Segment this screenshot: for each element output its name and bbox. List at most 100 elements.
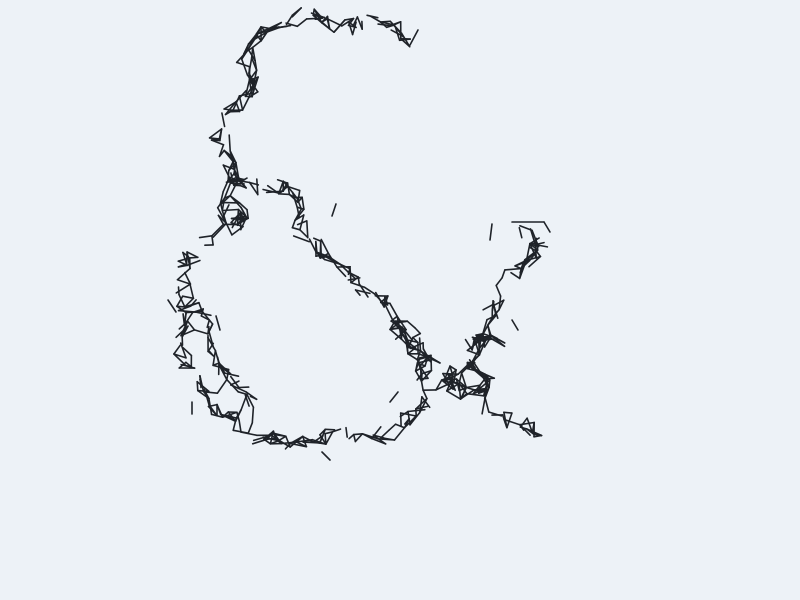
mesh-whisker <box>511 319 519 331</box>
mesh-segment <box>229 194 241 204</box>
mesh-segment <box>494 337 506 348</box>
mesh-segment <box>404 338 419 344</box>
mesh-segment <box>469 366 487 376</box>
mesh-segment <box>449 380 454 390</box>
mesh-segment <box>472 336 480 340</box>
mesh-segment <box>466 361 476 369</box>
mesh-segment <box>389 326 404 331</box>
mesh-segment <box>411 336 419 344</box>
mesh-segment <box>389 302 399 318</box>
mesh-segment <box>459 386 468 400</box>
mesh-segment <box>458 382 462 400</box>
mesh-segment <box>230 375 240 389</box>
mesh-segment <box>486 314 497 327</box>
mesh-segment <box>291 226 301 231</box>
mesh-segment <box>506 412 513 429</box>
mesh-segment <box>477 338 481 356</box>
mesh-segment <box>176 267 191 281</box>
mesh-segment <box>336 266 347 278</box>
mesh-segment <box>514 259 531 267</box>
mesh-segment <box>484 396 490 413</box>
mesh-segment <box>504 267 522 271</box>
mesh-whisker <box>409 29 419 46</box>
mesh-segment <box>325 430 334 445</box>
mesh-segment <box>222 216 227 224</box>
mesh-segment <box>211 235 214 246</box>
mesh-segment <box>394 26 401 42</box>
mesh-segment <box>246 393 255 409</box>
mesh-segment <box>212 224 226 238</box>
mesh-segment <box>266 184 279 194</box>
mesh-segment <box>220 194 231 206</box>
mesh-segment <box>458 372 463 385</box>
mesh-segment <box>224 108 235 116</box>
mesh-segment <box>176 295 184 308</box>
mesh-segment <box>455 378 468 389</box>
mesh-segment <box>247 421 254 434</box>
mesh-segment <box>199 378 203 387</box>
mesh-segment <box>208 397 213 416</box>
mesh-segment <box>495 284 502 297</box>
mesh-segment <box>529 237 540 245</box>
mesh-segment <box>466 392 485 397</box>
mesh-segment <box>348 433 355 440</box>
mesh-segment <box>535 250 542 258</box>
mesh-segment <box>493 299 505 307</box>
mesh-segment <box>518 226 523 239</box>
mesh-segment <box>501 269 506 279</box>
mesh-segment <box>347 21 354 36</box>
mesh-segment <box>482 303 495 311</box>
mesh-segment <box>383 295 386 308</box>
mesh-segment <box>296 206 305 211</box>
mesh-segment <box>398 328 407 341</box>
mesh-segment <box>495 276 503 287</box>
mesh-segment <box>251 438 269 445</box>
mesh-segment <box>229 178 239 183</box>
mesh-segment <box>216 378 228 395</box>
mesh-segment <box>331 428 342 433</box>
mesh-segment <box>198 235 213 239</box>
mesh-segment <box>366 14 379 19</box>
mesh-segment <box>420 380 424 392</box>
mesh-segment <box>238 419 242 433</box>
mesh-segment <box>296 220 308 226</box>
mesh-segment <box>352 16 359 26</box>
mesh-segment <box>528 246 538 252</box>
mesh-segment <box>390 315 399 322</box>
mesh-segment <box>269 430 275 445</box>
mesh-segment <box>178 323 186 330</box>
mesh-segment <box>249 395 258 401</box>
mesh-segment <box>394 423 406 429</box>
mesh-segment <box>352 432 364 436</box>
mesh-segment <box>492 299 497 317</box>
mesh-segment <box>219 190 224 205</box>
mesh-segment <box>350 281 366 289</box>
mesh-segment <box>531 421 536 433</box>
mesh-segment <box>286 182 291 196</box>
mesh-segment <box>350 276 360 284</box>
mesh-segment <box>254 59 258 72</box>
mesh-segment <box>478 384 481 393</box>
mesh-segment <box>226 368 230 381</box>
mesh-whisker <box>167 299 177 313</box>
mesh-segment <box>301 196 305 211</box>
mesh-segment <box>240 58 249 76</box>
mesh-segment <box>227 169 230 182</box>
mesh-segment <box>220 203 224 212</box>
mesh-segment <box>449 380 460 385</box>
mesh-segment <box>407 352 419 361</box>
mesh-segment <box>483 386 490 400</box>
mesh-segment <box>223 182 232 199</box>
mesh-whisker <box>331 203 337 217</box>
mesh-segment <box>529 228 537 246</box>
mesh-segment <box>374 291 385 308</box>
mesh-segment <box>285 22 299 28</box>
mesh-segment <box>445 390 462 400</box>
mesh-segment <box>277 193 291 196</box>
mesh-segment <box>443 372 448 383</box>
mesh-segment <box>299 229 309 239</box>
mesh-segment <box>218 149 225 158</box>
mesh-segment <box>519 417 528 428</box>
mesh-segment <box>340 17 355 27</box>
mesh-segment <box>327 252 338 268</box>
